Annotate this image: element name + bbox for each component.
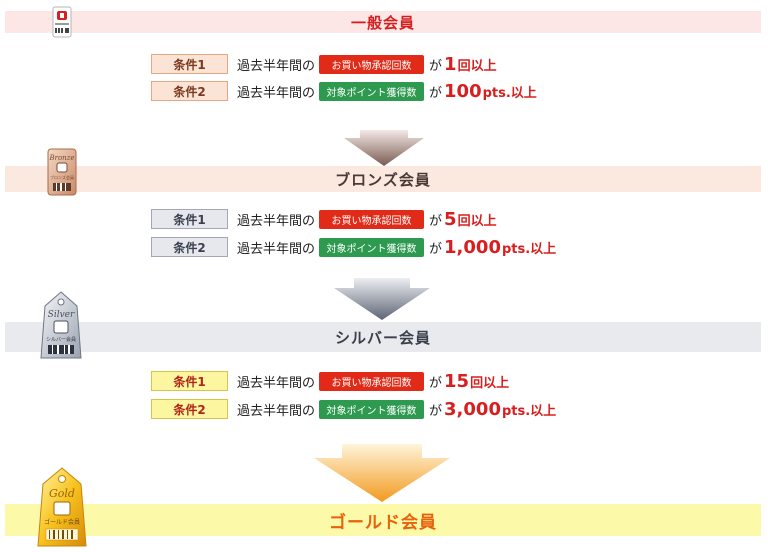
particle-text: が	[429, 241, 443, 257]
condition-label: 条件2	[151, 81, 228, 101]
period-text: 過去半年間の	[237, 213, 316, 229]
particle-text: が	[429, 58, 443, 74]
condition-label: 条件1	[151, 371, 228, 391]
purchase-count-pill: お買い物承認回数	[319, 209, 425, 229]
tier-title-general: 一般会員	[350, 13, 415, 32]
particle-text: が	[429, 403, 443, 419]
particle-text: が	[429, 375, 443, 391]
threshold-value: 15	[444, 370, 470, 392]
condition-label: 条件1	[151, 209, 228, 229]
condition-row-1-bronze: 条件1 過去半年間の お買い物承認回数 が 1 回以上	[151, 53, 497, 75]
tier-bar-bronze: ブロンズ会員	[5, 166, 761, 192]
condition-label: 条件1	[151, 54, 228, 74]
bronze-tag-title: Bronze	[48, 154, 74, 162]
down-arrow-icon	[314, 444, 450, 506]
threshold-value: 3,000	[444, 398, 501, 420]
tier-bar-gold: ゴールド会員	[5, 504, 761, 536]
condition-label: 条件2	[151, 399, 228, 419]
silver-tag-title: Silver	[48, 310, 75, 320]
tier-bar-silver: シルバー会員	[5, 322, 761, 352]
points-earned-pill: 対象ポイント獲得数	[319, 81, 425, 101]
threshold-unit: 回以上	[457, 213, 497, 229]
points-earned-pill: 対象ポイント獲得数	[319, 237, 425, 257]
threshold-unit: pts.以上	[482, 85, 537, 101]
purchase-count-pill: お買い物承認回数	[319, 54, 425, 74]
threshold-value: 1	[444, 53, 457, 75]
threshold-unit: pts.以上	[501, 241, 557, 257]
period-text: 過去半年間の	[237, 375, 316, 391]
tier-title-silver: シルバー会員	[334, 328, 431, 347]
condition-row-2-silver: 条件2 過去半年間の 対象ポイント獲得数 が 1,000 pts.以上	[151, 236, 557, 258]
gold-tag-text: ゴールド会員	[44, 518, 80, 526]
threshold-unit: pts.以上	[501, 403, 557, 419]
threshold-value: 100	[444, 80, 482, 102]
particle-text: が	[429, 85, 443, 101]
threshold-value: 1,000	[444, 236, 501, 258]
condition-row-2-gold: 条件2 過去半年間の 対象ポイント獲得数 が 3,000 pts.以上	[151, 398, 557, 420]
period-text: 過去半年間の	[237, 241, 316, 257]
condition-label: 条件2	[151, 237, 228, 257]
particle-text: が	[429, 213, 443, 229]
threshold-unit: 回以上	[457, 58, 497, 74]
threshold-value: 5	[444, 208, 457, 230]
gold-member-tag-icon: Gold ゴールド会員	[33, 466, 91, 550]
period-text: 過去半年間の	[237, 58, 316, 74]
condition-row-1-silver: 条件1 過去半年間の お買い物承認回数 が 5 回以上	[151, 208, 497, 230]
tier-bar-general: 一般会員	[5, 11, 761, 33]
bronze-member-tag-icon: Bronze ブロンズ会員	[45, 146, 79, 198]
condition-row-2-bronze: 条件2 過去半年間の 対象ポイント獲得数 が 100 pts.以上	[151, 80, 537, 102]
points-earned-pill: 対象ポイント獲得数	[319, 399, 425, 419]
silver-member-tag-icon: Silver シルバー会員	[37, 290, 85, 362]
tier-title-gold: ゴールド会員	[329, 512, 437, 533]
condition-row-1-gold: 条件1 過去半年間の お買い物承認回数 が 15 回以上	[151, 370, 510, 392]
tier-title-bronze: ブロンズ会員	[335, 170, 431, 189]
period-text: 過去半年間の	[237, 403, 316, 419]
threshold-unit: 回以上	[470, 375, 510, 391]
general-member-card-icon	[52, 6, 72, 38]
down-arrow-icon	[344, 130, 424, 170]
purchase-count-pill: お買い物承認回数	[319, 371, 425, 391]
silver-tag-text: シルバー会員	[46, 336, 76, 343]
gold-tag-title: Gold	[49, 487, 75, 500]
down-arrow-icon	[334, 278, 430, 324]
period-text: 過去半年間の	[237, 85, 316, 101]
bronze-tag-text: ブロンズ会員	[50, 174, 74, 180]
